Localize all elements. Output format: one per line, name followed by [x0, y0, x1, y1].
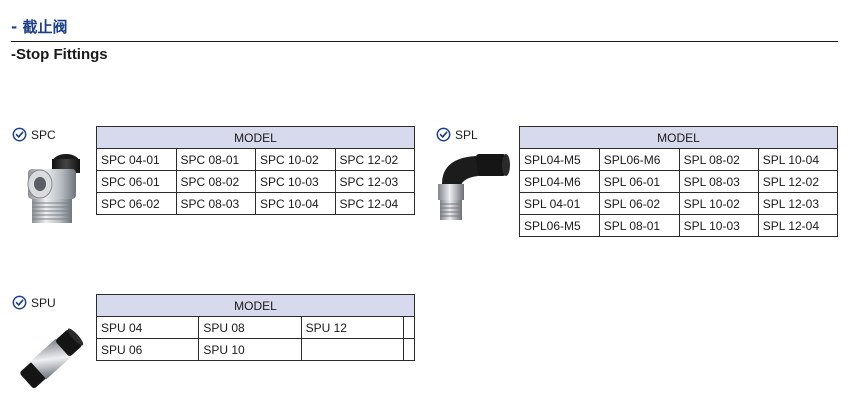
model-cell: SPC 08-01 — [175, 148, 256, 171]
model-cell: SPL 04-01 — [519, 192, 600, 215]
model-cell: SPU 08 — [198, 316, 302, 339]
model-cell: SPC 10-02 — [255, 148, 336, 171]
model-cell: SPL 08-01 — [598, 214, 680, 237]
table-header: MODEL — [96, 294, 415, 317]
model-cell — [300, 338, 404, 361]
model-cell: SPL 10-04 — [757, 148, 839, 171]
model-cell: SPU 10 — [198, 338, 302, 361]
model-table-spc: MODEL SPC 04-01 SPC 08-01 SPC 10-02 SPC … — [96, 126, 415, 215]
model-cell: SPC 12-02 — [334, 148, 415, 171]
spl-elbow-fitting-image — [438, 154, 510, 220]
model-cell: SPC 10-04 — [255, 192, 336, 215]
model-cell: SPL 10-03 — [678, 214, 759, 237]
table-row: SPL 04-01 SPL 06-02 SPL 10-02 SPL 12-03 — [519, 192, 839, 215]
check-circle-icon — [12, 127, 27, 142]
model-cell: SPL 12-02 — [757, 170, 839, 193]
model-cell: SPL 12-03 — [757, 192, 839, 215]
spc-fitting-image — [27, 154, 80, 223]
model-table-spl: MODEL SPL04-M5 SPL06-M6 SPL 08-02 SPL 10… — [519, 126, 839, 237]
section-title-en: -Stop Fittings — [11, 46, 108, 63]
model-cell: SPU 12 — [300, 316, 404, 339]
model-cell: SPL04-M5 — [519, 148, 600, 171]
table-row: SPU 06 SPU 10 — [95, 338, 416, 361]
product-name: SPL — [455, 127, 478, 142]
model-cell: SPC 08-03 — [175, 192, 256, 215]
model-cell: SPL04-M6 — [519, 170, 600, 193]
model-cell: SPC 04-01 — [96, 148, 177, 171]
model-cell: SPC 10-03 — [255, 170, 336, 193]
product-name: SPC — [31, 127, 56, 142]
model-cell: SPC 06-02 — [96, 192, 177, 215]
model-cell: SPL 10-02 — [678, 192, 759, 215]
spu-union-fitting-image — [20, 328, 84, 389]
check-circle-icon — [436, 127, 451, 142]
model-cell: SPC 06-01 — [96, 170, 177, 193]
table-header: MODEL — [519, 126, 838, 149]
model-cell: SPL 08-02 — [678, 148, 759, 171]
product-label-spc: SPC — [12, 127, 56, 142]
model-cell: SPL 06-01 — [598, 170, 680, 193]
table-row: SPC 06-02 SPC 08-03 SPC 10-04 SPC 12-04 — [96, 192, 415, 215]
model-cell: SPC 08-02 — [175, 170, 256, 193]
model-cell: SPL 12-04 — [757, 214, 839, 237]
model-cell: SPL 08-03 — [678, 170, 759, 193]
model-cell — [402, 316, 416, 339]
table-row: SPL04-M5 SPL06-M6 SPL 08-02 SPL 10-04 — [519, 148, 839, 171]
product-label-spl: SPL — [436, 127, 478, 142]
model-cell: SPL 06-02 — [598, 192, 680, 215]
model-cell: SPC 12-03 — [334, 170, 415, 193]
model-cell — [402, 338, 416, 361]
table-header: MODEL — [96, 126, 415, 149]
table-row: SPL04-M6 SPL 06-01 SPL 08-03 SPL 12-02 — [519, 170, 839, 193]
model-cell: SPL06-M6 — [598, 148, 680, 171]
model-cell: SPL06-M5 — [519, 214, 600, 237]
product-name: SPU — [31, 295, 56, 310]
table-row: SPU 04 SPU 08 SPU 12 — [95, 316, 416, 339]
check-circle-icon — [12, 295, 27, 310]
product-label-spu: SPU — [12, 295, 56, 310]
model-cell: SPU 06 — [95, 338, 200, 361]
model-cell: SPC 12-04 — [334, 192, 415, 215]
header-divider — [11, 41, 838, 42]
table-row: SPL06-M5 SPL 08-01 SPL 10-03 SPL 12-04 — [519, 214, 839, 237]
model-cell: SPU 04 — [95, 316, 200, 339]
table-row: SPC 04-01 SPC 08-01 SPC 10-02 SPC 12-02 — [96, 148, 415, 171]
model-table-spu: MODEL SPU 04 SPU 08 SPU 12 SPU 06 SPU 10 — [95, 294, 416, 361]
section-title-cn: - 截止阀 — [11, 18, 68, 36]
table-row: SPC 06-01 SPC 08-02 SPC 10-03 SPC 12-03 — [96, 170, 415, 193]
